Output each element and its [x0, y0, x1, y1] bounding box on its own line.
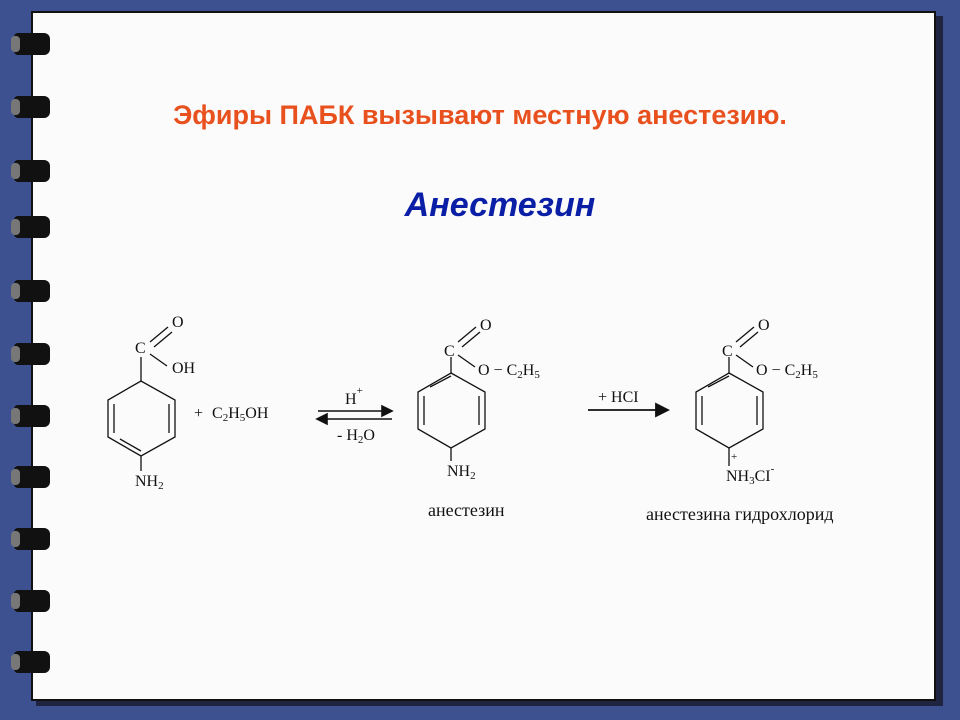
step2-reagent: + HCI	[598, 389, 639, 406]
product2-structure	[695, 326, 764, 466]
product1-carbon: C	[444, 343, 455, 360]
ethanol-oh: OH	[245, 405, 269, 422]
product1-ester-h: H	[523, 362, 535, 379]
product2-ester-c-subscript: 2	[795, 369, 801, 381]
product1-amine-subscript: 2	[470, 470, 476, 482]
carbonyl-double-bond	[149, 326, 169, 343]
carbonyl-double-bond	[457, 326, 477, 343]
carbonyl-double-bond	[735, 326, 755, 343]
product1-carbonyl-oxygen: O	[480, 317, 492, 334]
binder-ring	[11, 466, 50, 488]
binder-ring	[11, 590, 50, 612]
ethanol-c: C	[212, 405, 223, 422]
slide-subtitle: Анестезин	[404, 186, 596, 224]
product2-ester-group: O − C2H5	[756, 362, 818, 381]
reactant-carbonyl-oxygen: O	[172, 314, 184, 331]
product2-ammonium-subscript: 3	[749, 475, 755, 487]
notebook-page	[31, 11, 936, 701]
carbonyl-double-bond	[153, 331, 173, 348]
ethanol-plus: +	[194, 405, 203, 422]
ethanol-h: H	[228, 405, 240, 422]
product2-ester-h-subscript: 5	[812, 369, 818, 381]
product1-ester-group: O − C2H5	[478, 362, 540, 381]
product2-ammonium-charge: +	[731, 451, 737, 463]
binder-ring	[11, 405, 50, 427]
binder-ring	[11, 651, 50, 673]
carbon-ester-oxygen-bond	[735, 354, 754, 368]
forward-arrowhead	[381, 404, 394, 418]
product1-ester-text: O − C	[478, 362, 517, 379]
binder-ring	[11, 160, 50, 182]
step1-elimination: - H2O	[337, 427, 375, 446]
reactant-structure	[107, 326, 176, 471]
ring-double-bond	[707, 375, 730, 388]
benzene-ring	[107, 380, 176, 457]
carbonyl-double-bond	[739, 331, 759, 348]
carbon-ester-oxygen-bond	[457, 354, 476, 368]
step1-catalyst-charge: +	[357, 385, 363, 397]
ring-double-bond	[119, 438, 142, 452]
ethanol-h-subscript: 5	[240, 412, 246, 424]
ethanol-c-subscript: 2	[223, 412, 229, 424]
reactant-carbon: C	[135, 340, 146, 357]
binder-ring	[11, 280, 50, 302]
binder-ring	[11, 343, 50, 365]
product2-ammonium-symbol: NH	[726, 468, 750, 485]
binder-ring	[11, 96, 50, 118]
product2-ammonium: NH3CI-	[726, 463, 775, 487]
step1-elim-prefix: - H	[337, 427, 358, 444]
reactant-amine-subscript: 2	[158, 480, 164, 492]
step1-elim-suffix: O	[363, 427, 375, 444]
slide-title: Эфиры ПАБК вызывают местную анестезию.	[173, 100, 787, 130]
ring-double-bond	[429, 375, 452, 388]
ethanol-reagent: + C2H5OH	[194, 405, 269, 424]
carbon-hydroxyl-bond	[149, 353, 168, 367]
equilibrium-arrows	[315, 404, 394, 426]
step1-elim-subscript: 2	[358, 434, 364, 446]
product2-carbonyl-oxygen: O	[758, 317, 770, 334]
binder-ring	[11, 528, 50, 550]
reactant-amine: NH2	[135, 473, 164, 492]
step2-arrow	[588, 402, 671, 418]
carbonyl-double-bond	[461, 331, 481, 348]
reactant-hydroxyl: OH	[172, 360, 196, 377]
product2-ester-text: O − C	[756, 362, 795, 379]
reactant-amine-symbol: NH	[135, 473, 159, 490]
product1-structure	[417, 326, 486, 461]
step1-catalyst: H+	[345, 385, 363, 408]
benzene-ring	[417, 372, 486, 449]
step1-catalyst-symbol: H	[345, 391, 357, 408]
product1-caption: анестезин	[428, 500, 505, 520]
reverse-arrowhead	[315, 412, 328, 426]
product2-ester-h: H	[801, 362, 813, 379]
binder-ring	[11, 216, 50, 238]
product2-chloride-charge: -	[771, 463, 775, 475]
product1-ester-c-subscript: 2	[517, 369, 523, 381]
step2-arrowhead	[655, 402, 671, 418]
product2-caption: анестезина гидрохлорид	[646, 504, 834, 524]
product2-chloride: CI	[755, 468, 771, 485]
product1-ester-h-subscript: 5	[534, 369, 540, 381]
product2-carbon: C	[722, 343, 733, 360]
binder-ring	[11, 33, 50, 55]
benzene-ring	[695, 372, 764, 449]
product1-amine: NH2	[447, 463, 476, 482]
product1-amine-symbol: NH	[447, 463, 471, 480]
